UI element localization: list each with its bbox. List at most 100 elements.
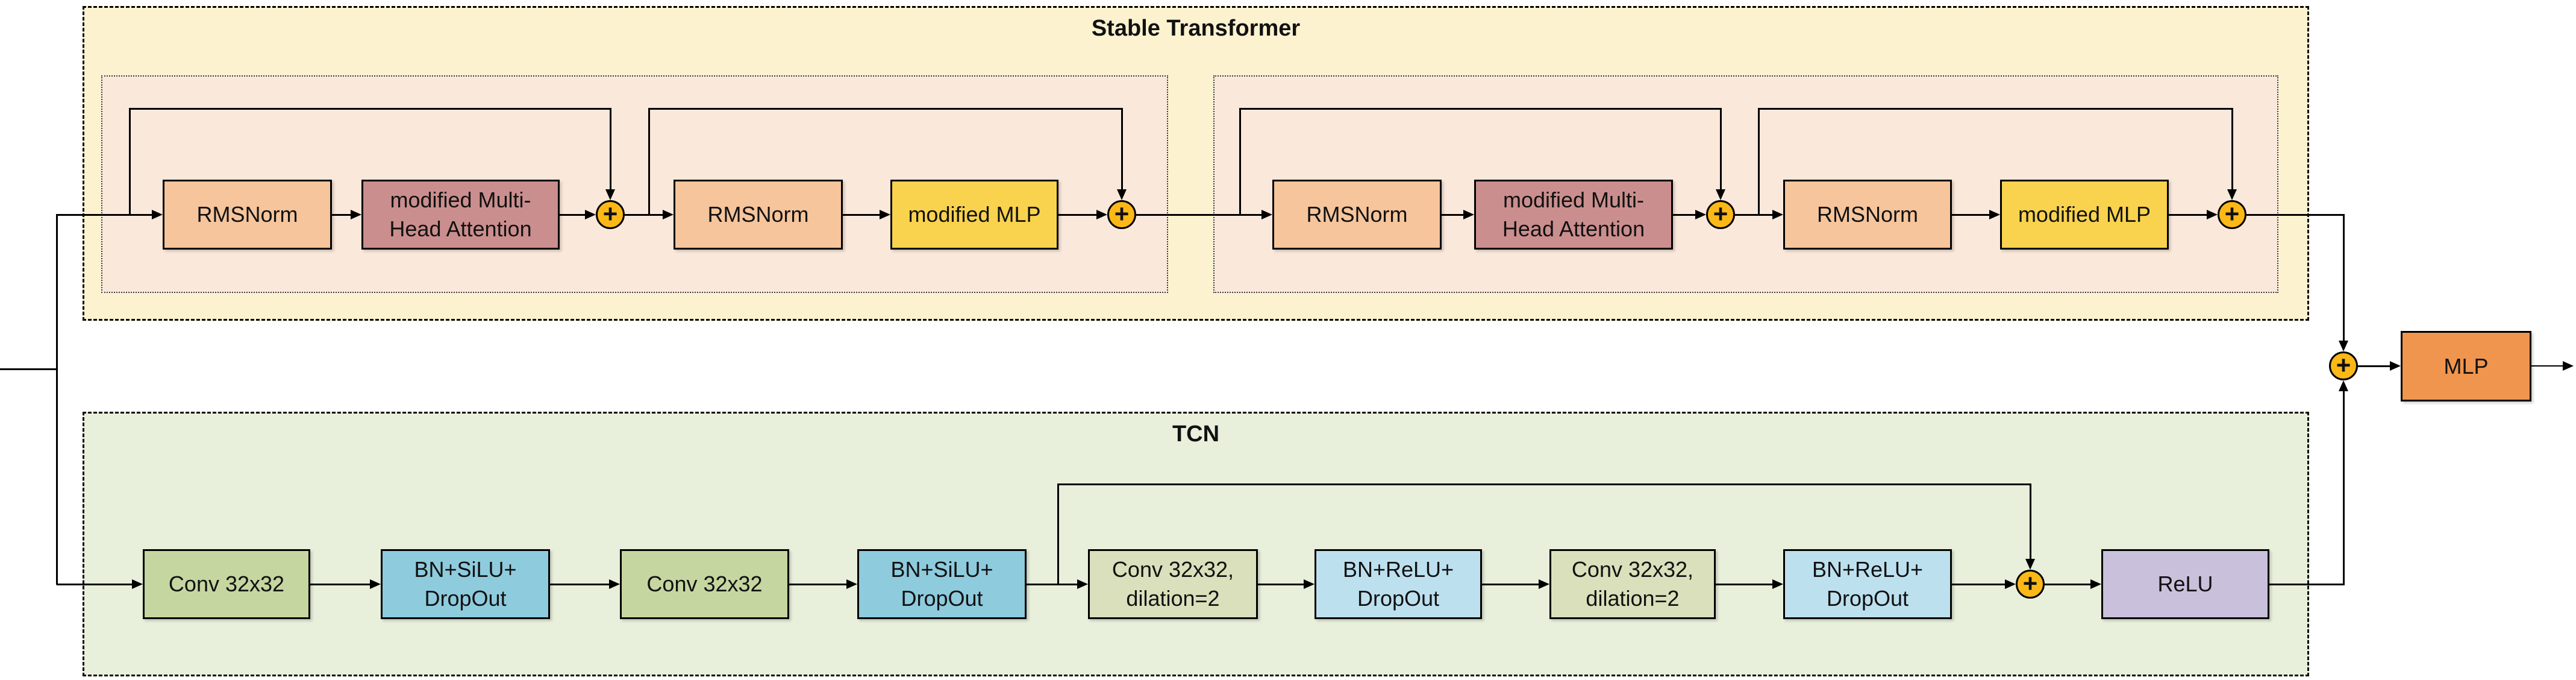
- connector-line: [129, 108, 131, 215]
- arrow-down-icon: [2339, 341, 2348, 351]
- connector-line: [129, 108, 611, 110]
- connector-line: [0, 368, 57, 370]
- connector-line: [1136, 214, 1263, 216]
- arrow-right-icon: [585, 210, 596, 219]
- arrow-right-icon: [663, 210, 674, 219]
- multi-head-attention-box: modified Multi- Head Attention: [1474, 180, 1673, 250]
- arrow-right-icon: [1261, 210, 1272, 219]
- connector-line: [1758, 108, 2233, 110]
- arrow-up-icon: [2339, 380, 2348, 391]
- output-mlp-box: MLP: [2401, 331, 2531, 401]
- bn-silu-dropout-box: BN+SiLU+ DropOut: [381, 549, 550, 619]
- connector-line: [1482, 584, 1540, 585]
- arrow-right-icon: [2090, 579, 2101, 589]
- arrow-right-icon: [1989, 210, 2000, 219]
- connector-line: [1716, 584, 1774, 585]
- arrow-right-icon: [1772, 579, 1783, 589]
- rmsnorm-box: RMSNorm: [1272, 180, 1442, 250]
- connector-line: [2269, 584, 2345, 585]
- connector-line: [648, 108, 650, 215]
- connector-line: [625, 214, 664, 216]
- connector-line: [1735, 214, 1774, 216]
- connector-line: [1239, 108, 1722, 110]
- bn-relu-dropout-box: BN+ReLU+ DropOut: [1783, 549, 1952, 619]
- connector-line: [1058, 214, 1098, 216]
- connector-line: [610, 108, 611, 190]
- arrow-right-icon: [2563, 361, 2574, 371]
- arrow-right-icon: [1077, 579, 1088, 589]
- connector-line: [1952, 584, 2006, 585]
- arrow-right-icon: [846, 579, 857, 589]
- connector-line: [332, 214, 352, 216]
- connector-line: [1952, 214, 1990, 216]
- sum-node: +: [1107, 200, 1136, 229]
- connector-line: [56, 214, 58, 585]
- connector-line: [2246, 214, 2345, 216]
- modified-mlp-box: modified MLP: [890, 180, 1058, 250]
- connector-line: [57, 584, 133, 585]
- arrow-right-icon: [880, 210, 890, 219]
- arrow-down-icon: [1117, 189, 1127, 200]
- arrow-down-icon: [1716, 189, 1725, 200]
- connector-line: [2030, 483, 2031, 560]
- arrow-right-icon: [370, 579, 381, 589]
- connector-line: [2169, 214, 2208, 216]
- connector-line: [550, 584, 610, 585]
- stable-transformer-title: Stable Transformer: [1091, 16, 1301, 41]
- bn-silu-dropout-box: BN+SiLU+ DropOut: [857, 549, 1027, 619]
- arrow-right-icon: [351, 210, 361, 219]
- arrow-right-icon: [1539, 579, 1549, 589]
- arrow-down-icon: [605, 189, 615, 200]
- arrow-down-icon: [2227, 189, 2237, 200]
- connector-line: [2531, 365, 2564, 367]
- connector-line: [1057, 483, 1059, 584]
- arrow-right-icon: [152, 210, 163, 219]
- rmsnorm-box: RMSNorm: [1783, 180, 1952, 250]
- connector-line: [2231, 108, 2233, 190]
- sum-node: +: [1706, 200, 1735, 229]
- modified-mlp-box: modified MLP: [2000, 180, 2169, 250]
- arrow-right-icon: [1463, 210, 1474, 219]
- bn-relu-dropout-box: BN+ReLU+ DropOut: [1315, 549, 1482, 619]
- arrow-right-icon: [2207, 210, 2218, 219]
- connector-line: [1057, 483, 2031, 485]
- multi-head-attention-box: modified Multi- Head Attention: [361, 180, 560, 250]
- conv-dilated-box: Conv 32x32, dilation=2: [1549, 549, 1716, 619]
- arrow-right-icon: [1096, 210, 1107, 219]
- connector-line: [2343, 214, 2345, 342]
- rmsnorm-box: RMSNorm: [163, 180, 332, 250]
- connector-line: [310, 584, 371, 585]
- connector-line: [2343, 391, 2345, 585]
- arrow-right-icon: [609, 579, 620, 589]
- arrow-right-icon: [1304, 579, 1315, 589]
- connector-line: [843, 214, 881, 216]
- arrow-right-icon: [2390, 361, 2401, 371]
- rmsnorm-box: RMSNorm: [674, 180, 843, 250]
- relu-box: ReLU: [2101, 549, 2269, 619]
- tcn-title: TCN: [1172, 421, 1220, 447]
- arrow-right-icon: [132, 579, 143, 589]
- connector-line: [560, 214, 586, 216]
- connector-line: [1027, 584, 1078, 585]
- sum-node: +: [2329, 351, 2358, 380]
- connector-line: [648, 108, 1123, 110]
- connector-line: [1758, 108, 1760, 215]
- connector-line: [1121, 108, 1123, 190]
- connector-line: [2045, 584, 2092, 585]
- arrow-right-icon: [1695, 210, 1706, 219]
- conv-box: Conv 32x32: [143, 549, 310, 619]
- tcn-container: TCN: [83, 412, 2309, 676]
- connector-line: [1258, 584, 1305, 585]
- connector-line: [1239, 108, 1241, 215]
- connector-line: [57, 214, 153, 216]
- arrow-right-icon: [1772, 210, 1783, 219]
- connector-line: [2358, 365, 2391, 367]
- connector-line: [1442, 214, 1465, 216]
- sum-node: +: [2218, 200, 2246, 229]
- arrow-right-icon: [2005, 579, 2016, 589]
- sum-node: +: [2016, 570, 2045, 599]
- connector-line: [1673, 214, 1696, 216]
- connector-line: [1720, 108, 1722, 190]
- connector-line: [789, 584, 848, 585]
